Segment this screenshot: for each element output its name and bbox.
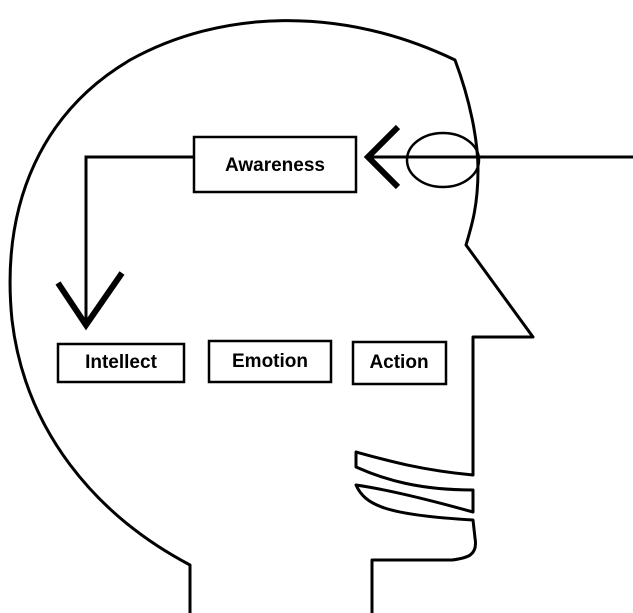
awareness-arrowhead-icon [363,124,401,190]
head-outline [8,19,535,613]
emotion-box [207,339,333,384]
intellect-arrowhead-icon [55,271,125,331]
awareness-box [192,135,358,194]
emotion-label: Emotion [232,351,308,372]
action-label: Action [369,352,428,373]
intellect-label: Intellect [85,352,157,373]
action-box [351,340,448,386]
intellect-box [56,342,186,384]
eye-icon [405,131,481,189]
awareness-label: Awareness [225,155,325,176]
awareness-to-intellect-line [84,155,194,325]
